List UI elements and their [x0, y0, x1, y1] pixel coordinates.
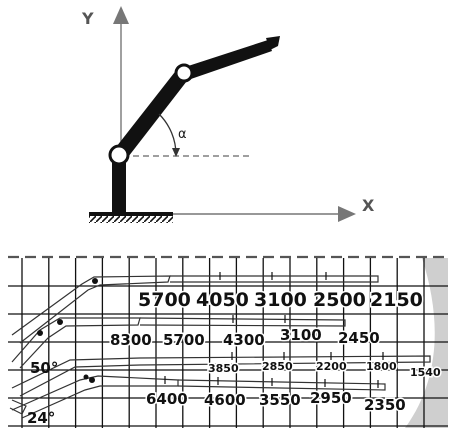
joint-marker — [57, 319, 63, 325]
base-pivot-joint — [108, 144, 130, 166]
ground-base — [89, 212, 173, 216]
boom-position-1 — [11, 275, 171, 344]
angle-label: α — [178, 127, 187, 142]
boom-silhouettes — [9, 275, 431, 419]
load-value-r1-5700: 5700 — [138, 289, 191, 311]
boom-position-2-ext — [139, 317, 346, 327]
knuckle-joint — [174, 63, 194, 83]
joint-marker — [89, 377, 95, 383]
load-value-r3-2850: 2850 — [262, 360, 293, 373]
boom-position-4-ext — [177, 379, 386, 391]
load-value-r4-6400: 6400 — [146, 390, 188, 408]
load-position-ticks — [164, 272, 384, 388]
out-of-reach-zone — [405, 258, 448, 428]
load-value-r1-4050: 4050 — [196, 289, 249, 311]
load-value-r2-5700: 5700 — [163, 331, 205, 349]
boom-position-4 — [11, 375, 179, 419]
boom-position-3 — [11, 355, 431, 397]
load-value-r2-8300: 8300 — [110, 331, 152, 349]
joint-marker — [83, 374, 89, 380]
load-value-r2-4300: 4300 — [223, 331, 265, 349]
crane-mast — [112, 160, 126, 214]
load-value-r3-2200: 2200 — [316, 360, 347, 373]
load-value-r4-3550: 3550 — [259, 391, 301, 409]
joint-marker — [37, 330, 43, 336]
x-axis-arrow — [338, 206, 356, 222]
joint-markers — [37, 278, 98, 383]
boom-schematic: Y X α — [81, 6, 375, 223]
main-boom — [113, 68, 190, 161]
ground-hatch — [89, 216, 173, 223]
y-axis-label: Y — [81, 9, 94, 28]
boom-position-5 — [9, 399, 27, 415]
load-value-r3-1540: 1540 — [410, 366, 441, 379]
joint-marker — [92, 278, 98, 284]
load-value-r1-2150: 2150 — [370, 289, 423, 311]
angle-arc-arrow — [172, 148, 180, 157]
chart-grid — [8, 258, 448, 428]
jib-boom — [182, 40, 272, 80]
boom-position-1-ext — [170, 275, 379, 283]
load-value-r4-2950: 2950 — [310, 389, 352, 407]
load-value-r4-4600: 4600 — [204, 391, 246, 409]
load-value-r3-1800: 1800 — [366, 360, 397, 373]
y-axis-arrow — [113, 6, 129, 24]
load-value-r1-3100: 3100 — [254, 289, 307, 311]
angle-label-24: 24° — [27, 409, 55, 427]
load-value-r2-3100: 3100 — [280, 326, 322, 344]
angle-label-50: 50° — [30, 359, 58, 377]
x-axis-label: X — [362, 196, 375, 215]
boom-position-2 — [11, 317, 141, 369]
load-value-r1-2500: 2500 — [313, 289, 366, 311]
load-value-r3-3850: 3850 — [208, 362, 239, 375]
boom-tip — [266, 36, 280, 50]
load-value-r2-2450: 2450 — [338, 329, 380, 347]
load-value-r4-2350: 2350 — [364, 396, 406, 414]
